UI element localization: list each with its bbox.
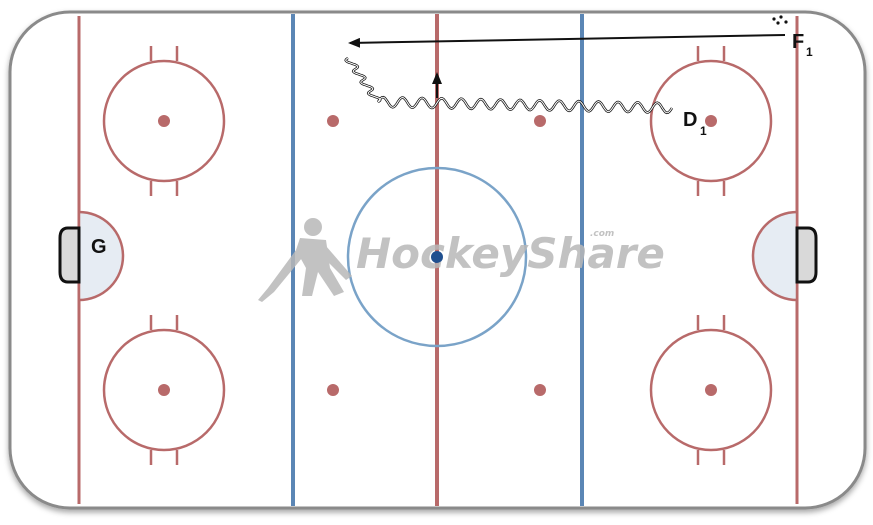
- neutral-dot-top-left: [327, 115, 339, 127]
- neutral-dot-bottom-left: [327, 384, 339, 396]
- player-defense: D 1: [683, 109, 707, 138]
- pass-arrow: [348, 34, 786, 48]
- defense-number: 1: [700, 124, 707, 138]
- player-forward: F 1: [792, 31, 813, 59]
- goal-crease-right: [751, 210, 799, 302]
- goal-net-left: [58, 226, 81, 284]
- faceoff-circle-bottom-right: [649, 315, 773, 465]
- hockeyshare-watermark: HockeyShare .com: [258, 218, 665, 302]
- faceoff-circle-top-left: [102, 46, 226, 196]
- faceoff-circle-top-right: [649, 46, 773, 196]
- forward-label: F: [792, 31, 804, 53]
- neutral-dot-top-right: [534, 115, 546, 127]
- puck-dots-icon: [772, 15, 788, 25]
- faceoff-circle-bottom-left: [102, 315, 226, 465]
- watermark-suffix: .com: [590, 229, 614, 239]
- forward-number: 1: [806, 45, 813, 59]
- defense-label: D: [683, 109, 697, 131]
- neutral-dot-bottom-right: [534, 384, 546, 396]
- center-faceoff-dot: [431, 251, 443, 263]
- goal-net-right: [795, 226, 818, 284]
- goalie-label: G: [91, 236, 107, 258]
- player-goalie: G: [91, 236, 107, 258]
- hockey-player-silhouette-icon: [258, 218, 352, 302]
- watermark-text: HockeyShare: [356, 229, 665, 278]
- skating-path-wavy-inner: [345, 57, 673, 114]
- goal-crease-left: [77, 210, 125, 302]
- center-circle: [346, 166, 528, 348]
